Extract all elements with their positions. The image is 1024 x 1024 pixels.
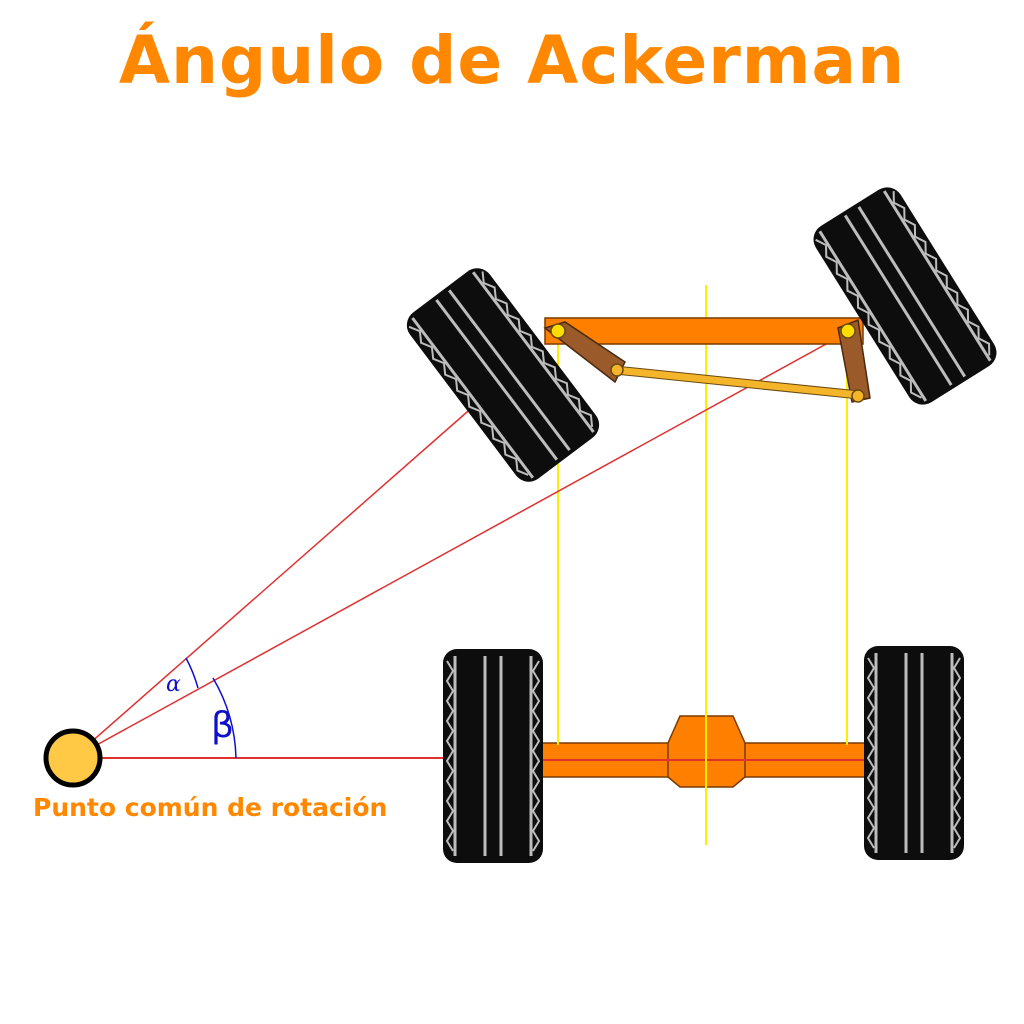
front-right-tire [811, 185, 999, 407]
alpha-label: α [166, 672, 181, 697]
tie-rod [614, 365, 860, 400]
joint-right-tierod [851, 389, 865, 403]
joint-right-kingpin [840, 323, 856, 339]
alpha-arc [185, 657, 199, 689]
beta-label: β [211, 705, 234, 746]
joint-left-tierod [610, 363, 624, 377]
rotation-rays [72, 331, 849, 759]
pivot-label: Punto común de rotación [33, 793, 387, 822]
page-title: Ángulo de Ackerman [118, 22, 906, 99]
front-axle-beam [544, 317, 864, 345]
ray-to-outer-wheel [72, 331, 849, 759]
rear-right-tire [864, 646, 964, 860]
rear-axle [534, 715, 871, 788]
rear-left-tire [443, 649, 543, 863]
rotation-pivot-point [43, 728, 103, 788]
joint-left-kingpin [550, 323, 566, 339]
right-steering-arm [837, 318, 871, 403]
front-left-tire [404, 265, 602, 485]
beta-arc [212, 677, 237, 759]
ray-to-inner-wheel [72, 404, 476, 759]
